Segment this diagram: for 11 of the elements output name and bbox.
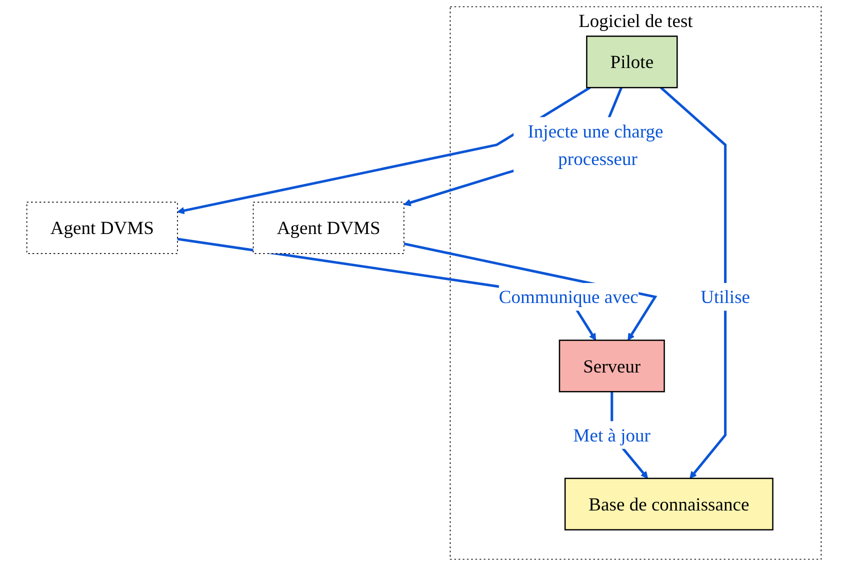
edge-label: Injecte une charge processeur [528, 120, 664, 170]
node-box: Pilote [586, 36, 678, 88]
node-box: Base de connaissance [564, 478, 774, 530]
node-box: Agent DVMS [252, 202, 404, 254]
edge-label: Communique avec [498, 286, 638, 308]
edge-label: Met à jour [573, 424, 650, 446]
edge-label: Utilise [700, 286, 750, 308]
arrow [177, 86, 591, 214]
node-box: Agent DVMS [26, 202, 178, 254]
arrow [660, 86, 727, 479]
node-box: Serveur [558, 340, 665, 392]
